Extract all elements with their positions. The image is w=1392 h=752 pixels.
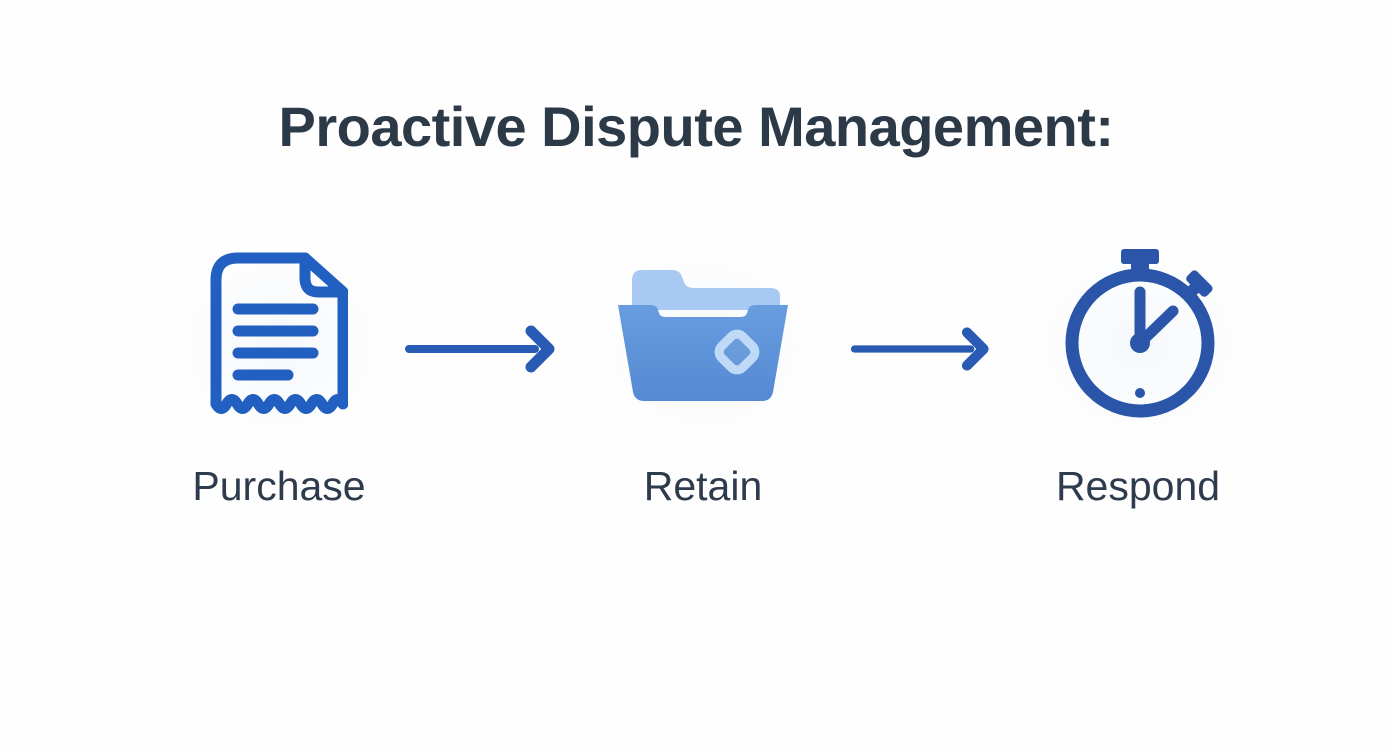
right-arrow-icon (404, 318, 556, 380)
step-label-respond: Respond (1055, 463, 1221, 509)
step-label-purchase: Purchase (192, 463, 366, 509)
folder-icon (614, 264, 792, 408)
step-label-retain: Retain (643, 463, 763, 509)
page-title: Proactive Dispute Management: (278, 95, 1114, 158)
receipt-icon (206, 252, 348, 422)
right-arrow-icon (850, 318, 990, 380)
stopwatch-icon (1056, 246, 1222, 424)
